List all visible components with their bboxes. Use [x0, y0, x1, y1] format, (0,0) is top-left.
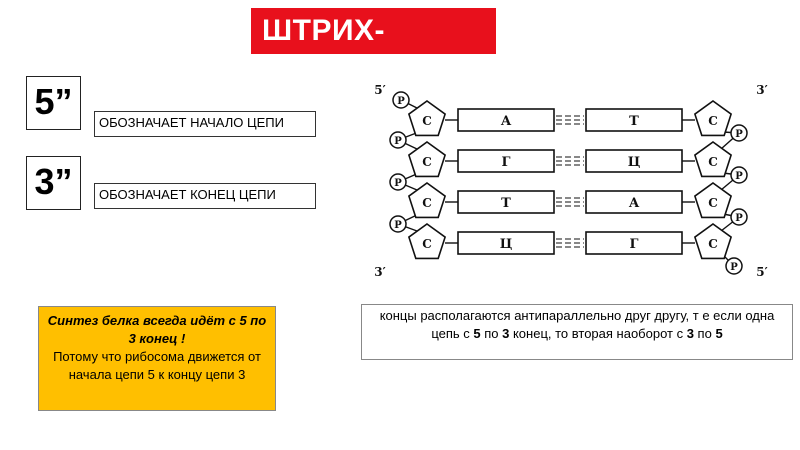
sugar-right-label: C [708, 114, 718, 128]
base-left-label: Г [502, 155, 511, 170]
base-right-label: T [629, 114, 639, 129]
phosphate-label: P [735, 213, 743, 224]
base-left-label: Ц [500, 237, 513, 252]
base-left [457, 108, 555, 132]
phosphate-label: P [735, 171, 743, 182]
phosphate [389, 173, 407, 191]
phosphate-label: P [394, 178, 402, 189]
sugar-left [407, 100, 447, 137]
slide-title: ШТРИХ- [251, 8, 496, 54]
phosphate [730, 124, 748, 142]
base-left-label: A [500, 114, 512, 129]
base-right [585, 108, 683, 132]
base-right [585, 149, 683, 173]
phosphate [389, 131, 407, 149]
three-prime-symbol: 3” [26, 156, 81, 210]
note-text-2: по [480, 326, 503, 341]
base-left [457, 190, 555, 214]
dna-diagram: 5′ 3′ 3′ 5′ A T C C Г Ц C C T A C C Ц Г C C P P P P P P P P [374, 83, 768, 279]
three-prime-label: ОБОЗНАЧАЕТ КОНЕЦ ЦЕПИ [94, 183, 316, 209]
base-left [457, 231, 555, 255]
sugar-left-label: C [422, 237, 432, 251]
synthesis-note: Синтез белка всегда идёт с 5 по 3 конец … [38, 306, 276, 411]
sugar-left-label: C [422, 155, 432, 169]
synthesis-note-rule: Синтез белка всегда идёт с 5 по 3 конец … [47, 313, 267, 346]
base-right-label: Ц [628, 155, 641, 170]
corner-5-prime-bottom: 5′ [756, 265, 768, 279]
sugar-left [407, 223, 447, 260]
sugar-right-label: C [708, 155, 718, 169]
base-right [585, 190, 683, 214]
sugar-right [693, 141, 733, 178]
corner-5-prime-top: 5′ [374, 83, 386, 97]
phosphate [725, 257, 743, 275]
sugar-right-label: C [708, 196, 718, 210]
note-number-3b: 3 [686, 326, 694, 341]
phosphate [730, 208, 748, 226]
sugar-right [693, 223, 733, 260]
base-right [585, 231, 683, 255]
five-prime-label: ОБОЗНАЧАЕТ НАЧАЛО ЦЕПИ [94, 111, 316, 137]
note-text-1: концы располагаются антипараллельно друг… [379, 308, 775, 341]
sugar-left-label: C [422, 114, 432, 128]
note-number-5a: 5 [473, 326, 481, 341]
sugar-left [407, 141, 447, 178]
synthesis-note-reason: Потому что рибосома движется от начала ц… [53, 349, 261, 382]
phosphate [392, 91, 410, 109]
phosphate-label: P [397, 96, 405, 107]
phosphate-label: P [394, 136, 402, 147]
corner-3-prime-top: 3′ [756, 83, 768, 97]
five-prime-symbol: 5” [26, 76, 81, 130]
note-number-3a: 3 [502, 326, 510, 341]
phosphate [389, 215, 407, 233]
sugar-right [693, 182, 733, 219]
sugar-right [693, 100, 733, 137]
note-text-3: конец, то вторая наоборот с [509, 326, 687, 341]
phosphate-label: P [735, 129, 743, 140]
note-text-4: по [693, 326, 716, 341]
base-left [457, 149, 555, 173]
sugar-left [407, 182, 447, 219]
phosphate [730, 166, 748, 184]
base-right-label: Г [630, 237, 639, 252]
sugar-right-label: C [708, 237, 718, 251]
phosphate-label: P [394, 220, 402, 231]
corner-3-prime-bottom: 3′ [374, 265, 386, 279]
base-right-label: A [628, 196, 640, 211]
phosphate-label: P [730, 262, 738, 273]
base-left-label: T [501, 196, 511, 211]
note-number-5b: 5 [715, 326, 723, 341]
antiparallel-note: концы располагаются антипараллельно друг… [361, 304, 793, 360]
sugar-left-label: C [422, 196, 432, 210]
